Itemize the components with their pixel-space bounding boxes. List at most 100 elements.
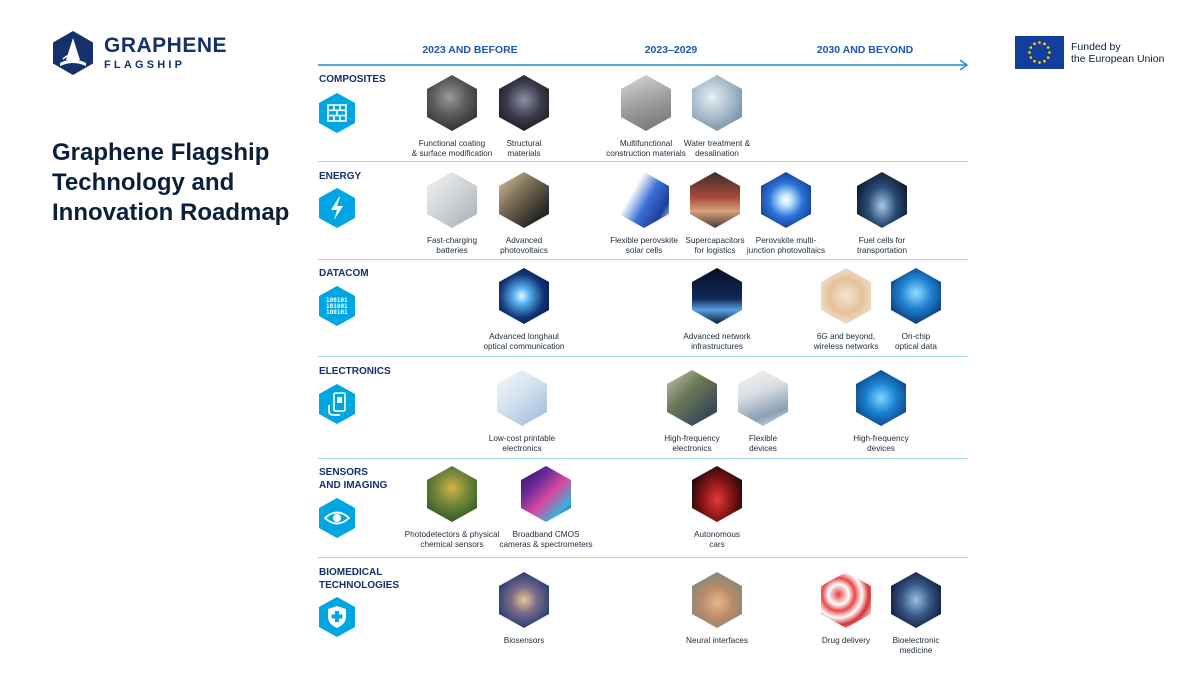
roadmap-item-label: High-frequency devices bbox=[853, 434, 909, 453]
page-title: Graphene Flagship Technology and Innovat… bbox=[52, 139, 290, 226]
roadmap-item-label: Advanced network infrastructures bbox=[683, 332, 751, 351]
roadmap-item: Structural materials bbox=[464, 75, 584, 159]
coated-helmet-photo bbox=[427, 75, 477, 131]
roadmap-item-label: Supercapacitors for logistics bbox=[685, 236, 745, 255]
eu-funding-text: Funded by the European Union bbox=[1071, 40, 1165, 65]
roadmap-item: Fast-charging batteries bbox=[392, 172, 512, 256]
roadmap-item: 6G and beyond, wireless networks bbox=[786, 268, 906, 352]
row-separator bbox=[318, 458, 968, 459]
roadmap-item: High-frequency devices bbox=[821, 370, 941, 454]
roadmap-item: Fuel cells for transportation bbox=[822, 172, 942, 256]
period-label: 2030 AND BEYOND bbox=[816, 44, 914, 56]
roadmap-item: Broadband CMOS cameras & spectrometers bbox=[486, 466, 606, 550]
roadmap-item-label: Functional coating & surface modificatio… bbox=[411, 139, 493, 158]
mobile-hand-icon bbox=[318, 383, 356, 425]
sensor-chip-photo bbox=[427, 466, 477, 522]
roadmap-item-label: Multifunctional construction materials bbox=[606, 139, 686, 158]
biosensor-photo bbox=[499, 572, 549, 628]
graphene-flagship-logo: GRAPHENE FLAGSHIP bbox=[52, 30, 227, 76]
roadmap-item-label: Perovskite multi- junction photovoltaics bbox=[746, 236, 826, 255]
eu-star bbox=[1043, 42, 1046, 46]
roadmap-item: Supercapacitors for logistics bbox=[655, 172, 775, 256]
printed-circuit-photo bbox=[497, 370, 547, 426]
svg-text:100101: 100101 bbox=[326, 309, 348, 316]
roadmap-item: Advanced network infrastructures bbox=[657, 268, 777, 352]
flexible-device-photo bbox=[738, 370, 788, 426]
row-separator bbox=[318, 161, 968, 162]
roadmap-item-label: 6G and beyond, wireless networks bbox=[813, 332, 879, 351]
roadmap-item: Flexible devices bbox=[703, 370, 823, 454]
roadmap-item: Autonomous cars bbox=[657, 466, 777, 550]
roadmap-item-label: Photodetectors & physical chemical senso… bbox=[404, 530, 500, 549]
wifi-chip-photo bbox=[891, 268, 941, 324]
roadmap-item: Water treatment & desalination bbox=[657, 75, 777, 159]
roadmap-item: Drug delivery bbox=[786, 572, 906, 646]
bricks-icon bbox=[318, 92, 356, 134]
brain-photo bbox=[692, 572, 742, 628]
svg-text:101001: 101001 bbox=[326, 303, 348, 310]
roadmap-item-label: Broadband CMOS cameras & spectrometers bbox=[499, 530, 593, 549]
roadmap-item: Bioelectronic medicine bbox=[856, 572, 976, 656]
row-separator bbox=[318, 557, 968, 558]
cmos-wafer-photo bbox=[521, 466, 571, 522]
category-label-energy: ENERGY bbox=[319, 171, 362, 182]
car-interior-photo bbox=[499, 75, 549, 131]
roadmap-item: Photodetectors & physical chemical senso… bbox=[392, 466, 512, 550]
category-label-electronics: ELECTRONICS bbox=[319, 366, 391, 377]
roadmap-item: Low-cost printable electronics bbox=[462, 370, 582, 454]
light-burst-photo bbox=[761, 172, 811, 228]
roadmap-item-label: Low-cost printable electronics bbox=[488, 434, 556, 453]
earth-network-photo bbox=[692, 268, 742, 324]
eu-star bbox=[1029, 46, 1033, 49]
roadmap-item: Functional coating & surface modificatio… bbox=[392, 75, 512, 159]
eu-star bbox=[1046, 56, 1050, 59]
roadmap-item-label: Drug delivery bbox=[821, 636, 871, 645]
human-body-scan-photo bbox=[891, 572, 941, 628]
eu-star bbox=[1033, 59, 1036, 63]
graphene-lattice-photo bbox=[856, 370, 906, 426]
eu-star bbox=[1046, 46, 1050, 49]
roadmap-item-label: Water treatment & desalination bbox=[683, 139, 751, 158]
roadmap-item-label: Neural interfaces bbox=[686, 636, 748, 645]
roadmap-item-label: Structural materials bbox=[506, 139, 542, 158]
roadmap-item-label: On-chip optical data bbox=[895, 332, 937, 351]
water-droplets-photo bbox=[692, 75, 742, 131]
roadmap-item-label: Bioelectronic medicine bbox=[892, 636, 940, 655]
roadmap-item: Advanced longhaul optical communication bbox=[464, 268, 584, 352]
eu-star bbox=[1048, 51, 1051, 54]
medical-shield-icon bbox=[318, 596, 356, 638]
roadmap-item: Biosensors bbox=[464, 572, 584, 646]
roadmap-item-label: Advanced photovoltaics bbox=[500, 236, 548, 255]
category-label-sensors-imaging: SENSORS AND IMAGING bbox=[319, 467, 388, 491]
period-label: 2023–2029 bbox=[644, 44, 698, 56]
roadmap-item-label: Flexible perovskite solar cells bbox=[610, 236, 678, 255]
row-separator bbox=[318, 356, 968, 357]
category-label-composites: COMPOSITES bbox=[319, 74, 386, 85]
roadmap-item-label: Fast-charging batteries bbox=[426, 236, 478, 255]
battery-photo bbox=[427, 172, 477, 228]
row-separator bbox=[318, 259, 968, 260]
roadmap-item: High-frequency electronics bbox=[632, 370, 752, 454]
brand-name: GRAPHENE bbox=[104, 34, 228, 57]
roadmap-item-label: Flexible devices bbox=[748, 434, 778, 453]
eu-star bbox=[1043, 59, 1046, 63]
eu-star bbox=[1029, 56, 1033, 59]
futuristic-car-photo bbox=[857, 172, 907, 228]
brand-subname: FLAGSHIP bbox=[104, 59, 186, 71]
roadmap-item-label: High-frequency electronics bbox=[664, 434, 720, 453]
category-label-datacom: DATACOM bbox=[319, 268, 369, 279]
roadmap-item-label: Fuel cells for transportation bbox=[856, 236, 908, 255]
eu-star bbox=[1033, 42, 1036, 46]
eye-icon bbox=[318, 497, 356, 539]
eu-star bbox=[1038, 61, 1041, 64]
solar-device-photo bbox=[499, 172, 549, 228]
eu-star bbox=[1028, 51, 1031, 54]
roadmap-item: Neural interfaces bbox=[657, 572, 777, 646]
roadmap-item: Flexible perovskite solar cells bbox=[584, 172, 704, 256]
svg-text:100101: 100101 bbox=[326, 297, 348, 304]
roadmap-item: Multifunctional construction materials bbox=[586, 75, 706, 159]
flagship-logo-icon bbox=[53, 31, 93, 75]
red-car-photo bbox=[692, 466, 742, 522]
eu-funding-badge: Funded by the European Union bbox=[1015, 36, 1164, 69]
